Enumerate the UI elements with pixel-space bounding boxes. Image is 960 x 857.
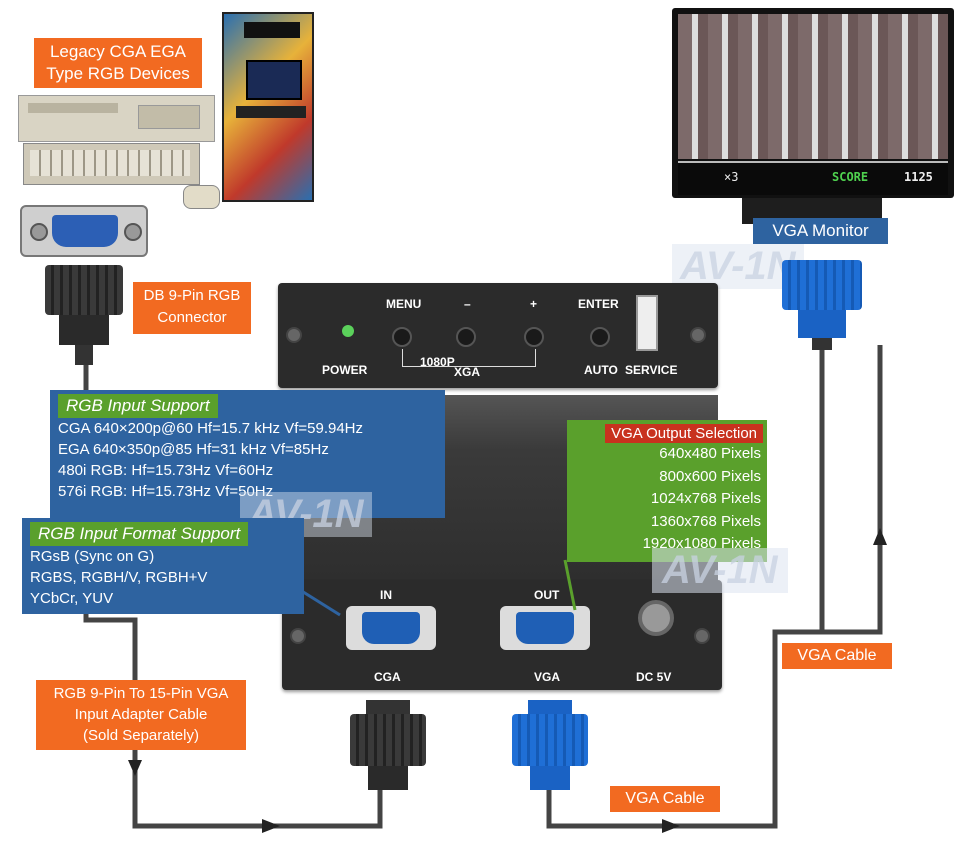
rgb-input-format-panel: RGB Input Format Support RGsB (Sync on G… <box>22 518 304 614</box>
rgb-input-line: 480i RGB: Hf=15.73Hz Vf=60Hz <box>58 462 274 479</box>
right-arrow-bottom <box>262 819 280 833</box>
dc-label: DC 5V <box>636 670 672 684</box>
rgb-input-support-panel: RGB Input Support CGA 640×200p@60 Hf=15.… <box>50 390 445 518</box>
cga-label: CGA <box>374 670 401 684</box>
rgb-format-line: YCbCr, YUV <box>30 590 114 607</box>
cga-input-port[interactable] <box>346 606 436 650</box>
p1080-label: 1080P <box>420 355 455 369</box>
output-cable-line <box>546 345 883 829</box>
watermark-top: AV-1N <box>672 244 804 289</box>
vga-monitor-label: VGA Monitor <box>753 218 888 244</box>
arcade-cabinet-illustration <box>222 12 314 202</box>
enter-label: ENTER <box>578 297 619 311</box>
vga-output-option: 1360x768 Pixels <box>650 512 761 530</box>
vga-output-option: 1920x1080 Pixels <box>642 535 761 552</box>
vga-output-option: 640x480 Pixels <box>659 445 761 462</box>
dc-power-jack[interactable] <box>638 600 674 636</box>
rgb-input-format-title: RGB Input Format Support <box>30 522 249 546</box>
db9-cable-connector <box>45 265 123 365</box>
adapter-cable-label: RGB 9-Pin To 15-Pin VGA Input Adapter Ca… <box>36 680 246 750</box>
power-label: POWER <box>322 363 368 377</box>
vga-output-port[interactable] <box>500 606 590 650</box>
watermark-right: AV-1N <box>652 548 788 593</box>
device-rear-panel: IN CGA OUT VGA DC 5V <box>282 580 722 690</box>
device-front-panel: POWER MENU – + ENTER 1080P XGA AUTO SERV… <box>278 283 718 388</box>
minus-button[interactable] <box>456 327 476 347</box>
up-arrow-right <box>873 528 887 545</box>
in-label: IN <box>380 588 392 602</box>
vga-output-title: VGA Output Selection <box>605 424 763 443</box>
vga-cable-bottom-label: VGA Cable <box>610 786 720 812</box>
vga-cable-right-label: VGA Cable <box>782 643 892 669</box>
vga-label: VGA <box>534 670 561 684</box>
vga-monitor-illustration: ×3 SCORE 1125 <box>672 8 954 233</box>
db9-port-image <box>20 205 148 257</box>
rgb-input-line: CGA 640×200p@60 Hf=15.7 kHz Vf=59.94Hz <box>58 420 364 437</box>
db9-connector-label: DB 9-Pin RGB Connector <box>133 282 251 334</box>
cga-cable-connector <box>350 700 426 795</box>
vga-output-option: 1024x768 Pixels <box>650 490 761 507</box>
minus-label: – <box>464 297 471 311</box>
rgb-input-line: 576i RGB: Hf=15.73Hz Vf=50Hz <box>58 483 274 500</box>
score-label: SCORE <box>832 170 869 184</box>
vga-output-selection-panel: VGA Output Selection 640x480 Pixels 800x… <box>567 420 767 562</box>
legacy-pc-illustration <box>18 95 220 209</box>
menu-button[interactable] <box>392 327 412 347</box>
out-label: OUT <box>534 588 560 602</box>
auto-label: AUTO <box>584 363 618 377</box>
monitor-vga-connector <box>782 260 862 350</box>
plus-button[interactable] <box>524 327 544 347</box>
menu-label: MENU <box>386 297 422 311</box>
rgb-format-line: RGBS, RGBH/V, RGBH+V <box>30 569 208 586</box>
power-led <box>342 325 354 337</box>
lives-counter: ×3 <box>724 170 739 184</box>
vga-cable-connector <box>512 700 588 795</box>
score-value: 1125 <box>904 170 933 184</box>
rgb-format-line: RGsB (Sync on G) <box>30 548 155 565</box>
rgb-input-support-title: RGB Input Support <box>58 394 218 418</box>
down-arrow-left <box>128 760 142 776</box>
xga-label: XGA <box>454 365 481 379</box>
right-arrow-vga <box>662 819 680 833</box>
vga-output-option: 800x600 Pixels <box>659 467 761 485</box>
usb-service-port[interactable] <box>636 295 658 351</box>
enter-button[interactable] <box>590 327 610 347</box>
legacy-devices-label: Legacy CGA EGA Type RGB Devices <box>34 38 202 88</box>
plus-label: + <box>530 297 538 311</box>
rgb-input-line: EGA 640×350p@85 Hf=31 kHz Vf=85Hz <box>58 441 329 458</box>
service-label: SERVICE <box>625 363 678 377</box>
